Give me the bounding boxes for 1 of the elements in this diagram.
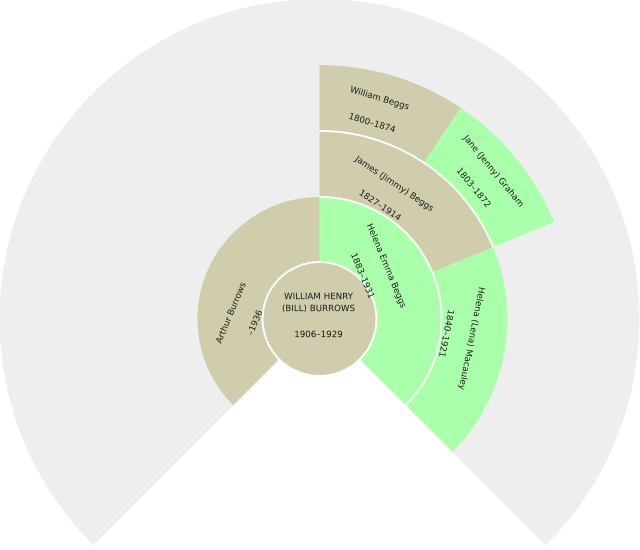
node-label: –1936 [248, 310, 262, 335]
